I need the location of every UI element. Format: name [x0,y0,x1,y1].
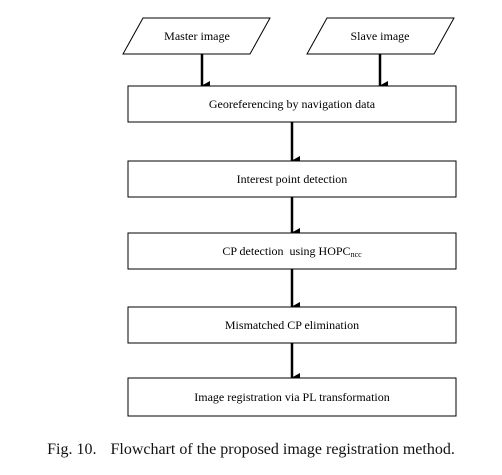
input-shape [122,17,271,55]
step-label: Mismatched CP elimination [225,318,359,332]
step-box [127,306,457,344]
step-box [127,232,457,270]
figure-caption: Fig. 10. Flowchart of the proposed image … [0,441,502,459]
input-master-image: Master image [122,17,271,55]
input-label: Master image [164,29,230,43]
step-label-main: CP detection using HOPC [222,244,350,258]
step-label: Interest point detection [237,172,348,186]
step-label: Georeferencing by navigation data [209,97,376,111]
step-label: Image registration via PL transformation [194,390,390,404]
step-box [127,377,457,417]
input-shape [306,17,455,55]
step-cp-detection: CP detection using HOPCncc [127,232,457,270]
step-interest-point-detection: Interest point detection [127,160,457,198]
step-label-subscript: ncc [351,250,363,259]
figure-caption-text: Flowchart of the proposed image registra… [110,441,455,458]
input-slave-image: Slave image [306,17,455,55]
step-box [127,160,457,198]
figure-number: Fig. 10. [47,441,97,458]
step-image-registration: Image registration via PL transformation [127,377,457,417]
step-georeferencing: Georeferencing by navigation data [127,85,457,123]
step-label: CP detection using HOPCncc [222,244,362,259]
flowchart: Master image Slave image Georeferencing … [122,17,457,417]
input-label: Slave image [351,29,410,43]
step-box [127,85,457,123]
step-mismatched-cp-elimination: Mismatched CP elimination [127,306,457,344]
